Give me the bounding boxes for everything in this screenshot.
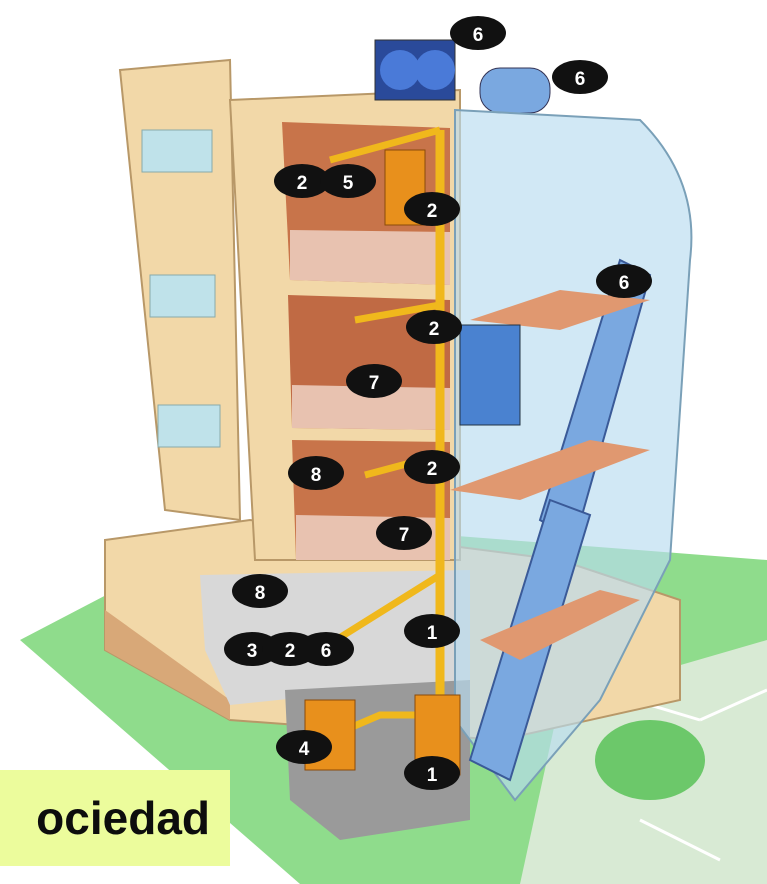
caption-box: ociedad: [0, 770, 230, 866]
marker-2-floor-2-riser: 2: [406, 310, 462, 344]
rooftop-fan-right: [415, 50, 455, 90]
marker-7-floor-3: 7: [376, 516, 432, 550]
marker-6-lobby: 6: [298, 632, 354, 666]
marker-2-top-riser: 2: [404, 192, 460, 226]
marker-7-meeting-room: 7: [346, 364, 402, 398]
back-window-1: [142, 130, 212, 172]
marker-8-floor-3-office: 8: [288, 456, 344, 490]
marker-6-escalator: 6: [596, 264, 652, 298]
marker-5-top-office: 5: [320, 164, 376, 198]
marker-1-lobby-riser: 1: [404, 614, 460, 648]
marker-1-basement: 1: [404, 756, 460, 790]
back-window-2: [150, 275, 215, 317]
marker-6-tank: 6: [552, 60, 608, 94]
marker-2-floor-3-riser: 2: [404, 450, 460, 484]
rooftop-fan-left: [380, 50, 420, 90]
marker-8-lobby: 8: [232, 574, 288, 608]
caption-text: ociedad: [36, 791, 210, 845]
elevator-car: [460, 325, 520, 425]
marker-6-roof: 6: [450, 16, 506, 50]
rooftop-tank: [480, 68, 550, 113]
marker-4-basement: 4: [276, 730, 332, 764]
round-garden: [595, 720, 705, 800]
back-window-3: [158, 405, 220, 447]
floor-top-carpet: [290, 230, 450, 285]
